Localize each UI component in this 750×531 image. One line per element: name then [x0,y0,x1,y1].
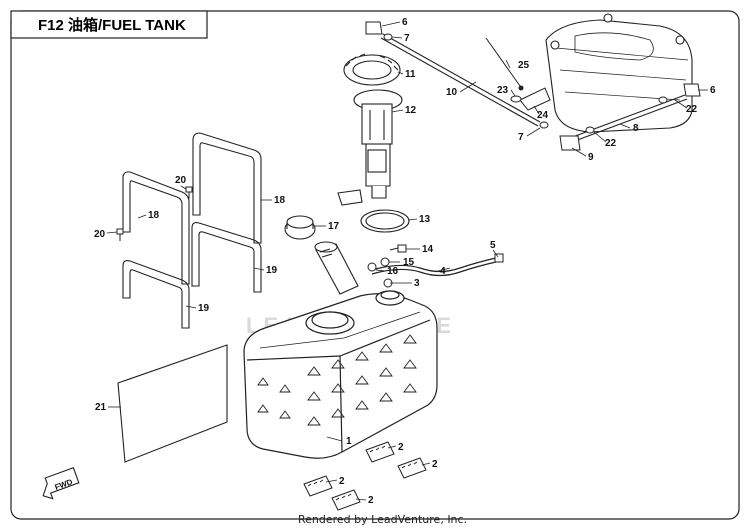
callout-7-b: 7 [518,132,524,143]
connector-6-upper [365,21,383,35]
clip-5 [494,253,504,263]
fuel-hose-10 [380,33,541,127]
callout-2-a: 2 [398,442,404,453]
strap-bracket-18-right [192,132,262,244]
footer-credit: Rendered by LeadVenture, Inc. [298,513,467,526]
callout-5: 5 [490,240,496,251]
vent-hose-4 [371,257,497,277]
callout-13: 13 [419,214,431,225]
hose-clamp-7-upper [383,33,393,41]
callout-1: 1 [346,436,352,447]
rubber-pad-2-c [303,475,333,497]
callout-18-b: 18 [148,210,160,221]
hose-clamp-7-lower [539,121,549,129]
callout-9: 9 [588,152,594,163]
strap-bracket-19-left [122,260,190,329]
title-box [10,10,208,39]
callout-2-c: 2 [339,476,345,487]
pad-21 [117,344,228,463]
callout-20-b: 20 [94,229,106,240]
wire-25 [485,37,524,91]
outer-frame [10,10,740,520]
fuel-pump-12 [337,89,403,206]
callout-8: 8 [633,123,639,134]
callout-15: 15 [403,257,415,268]
callout-6-a: 6 [402,17,408,28]
tank-cap-17 [284,215,316,240]
callout-2-d: 2 [368,495,374,506]
fuel-tank-1 [243,290,438,459]
screw-15 [380,257,390,267]
leader-lines [106,21,708,501]
callout-16: 16 [387,266,399,277]
lock-ring-11 [343,53,401,86]
connector-6-lower [683,83,701,97]
rubber-pad-2-a [365,441,395,463]
screw-14 [389,244,407,253]
callout-21: 21 [95,402,107,413]
clamp-22-a [658,96,668,104]
filler-neck-16 [314,241,359,295]
callout-10: 10 [446,87,458,98]
strap-bracket-18-left [122,171,190,285]
callout-22-b: 22 [605,138,617,149]
callout-14: 14 [422,244,434,255]
fwd-arrow-icon: FWD [42,467,80,500]
callout-20-a: 20 [175,175,187,186]
tank-emboss-pattern [257,334,417,426]
callout-18-a: 18 [274,195,286,206]
callout-12: 12 [405,105,417,116]
callout-11: 11 [405,69,416,80]
bolt-20-upper [185,186,193,199]
bracket-24 [519,87,551,111]
page-title: F12 油箱/FUEL TANK [38,16,186,34]
callout-19-a: 19 [266,265,278,276]
clamp-22-b [585,126,595,134]
callout-7-a: 7 [404,33,410,44]
callout-2-b: 2 [432,459,438,470]
callout-19-b: 19 [198,303,210,314]
bolt-20-lower [116,228,124,241]
bolt-23 [510,95,522,103]
callout-17: 17 [328,221,340,232]
rubber-pad-2-b [397,457,427,479]
callout-25: 25 [518,60,530,71]
rubber-pad-2-d [331,489,361,511]
callout-22-a: 22 [686,104,698,115]
callout-6-b: 6 [710,85,716,96]
callout-24: 24 [537,110,549,121]
callout-3: 3 [414,278,420,289]
callout-23: 23 [497,85,509,96]
fitting-9 [559,135,581,151]
callout-4: 4 [440,266,446,277]
gasket-13 [360,209,410,233]
callout-labels: 1 2 2 2 2 3 4 5 6 6 7 7 8 9 10 11 12 13 … [94,17,716,506]
throttle-body-engine [545,13,693,133]
strap-bracket-19-right [191,222,262,293]
valve-3 [367,262,393,288]
